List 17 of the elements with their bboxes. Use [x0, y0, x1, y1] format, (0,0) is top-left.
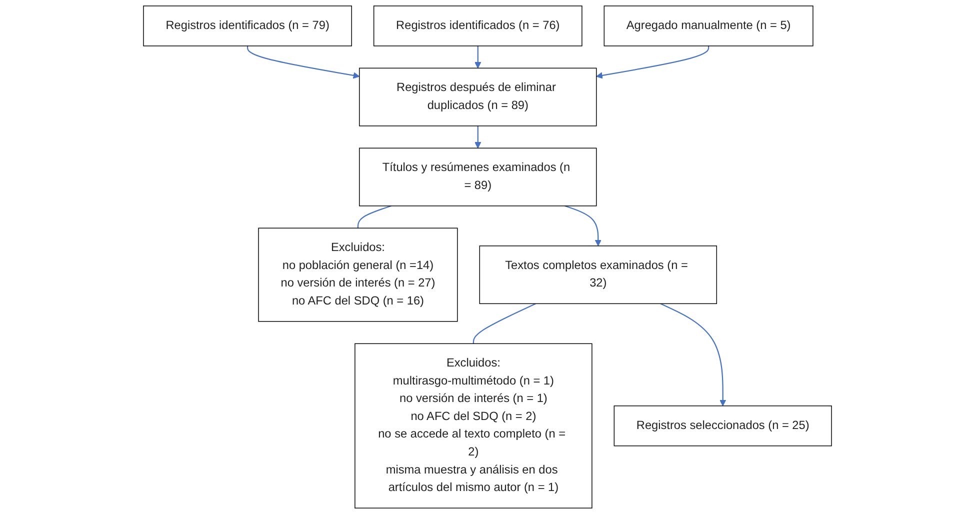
node-box: Textos completos examinados (n = 32) — [479, 246, 718, 304]
node-box: Registros seleccionados (n = 25) — [614, 406, 832, 446]
arrow — [660, 303, 726, 406]
node-box: Excluidos: multirasgo-multimétodo (n = 1) no versión de interés (n = 1) no AFC del SDQ (n = 2) no se accede al texto completo (n = 2) misma muestra y análisis en dos artículos del mismo autor (n = 1) — [354, 343, 592, 508]
arrow — [474, 126, 482, 148]
arrow — [474, 46, 482, 68]
node-box: Registros identificados (n = 76) — [373, 6, 582, 46]
node-box: Excluidos: no población general (n =14) no versión de interés (n = 27) no AFC del SDQ (n = 16) — [258, 228, 458, 322]
connector — [357, 205, 392, 228]
node-box: Registros identificados (n = 79) — [143, 6, 352, 46]
arrow — [247, 46, 360, 79]
node-box: Agregado manualmente (n = 5) — [604, 6, 814, 46]
arrow — [596, 46, 710, 79]
connector — [472, 303, 536, 344]
node-box: Títulos y resúmenes examinados (n = 89) — [359, 148, 597, 206]
arrow — [564, 205, 602, 246]
node-box: Registros después de eliminar duplicados (n = 89) — [359, 68, 597, 126]
